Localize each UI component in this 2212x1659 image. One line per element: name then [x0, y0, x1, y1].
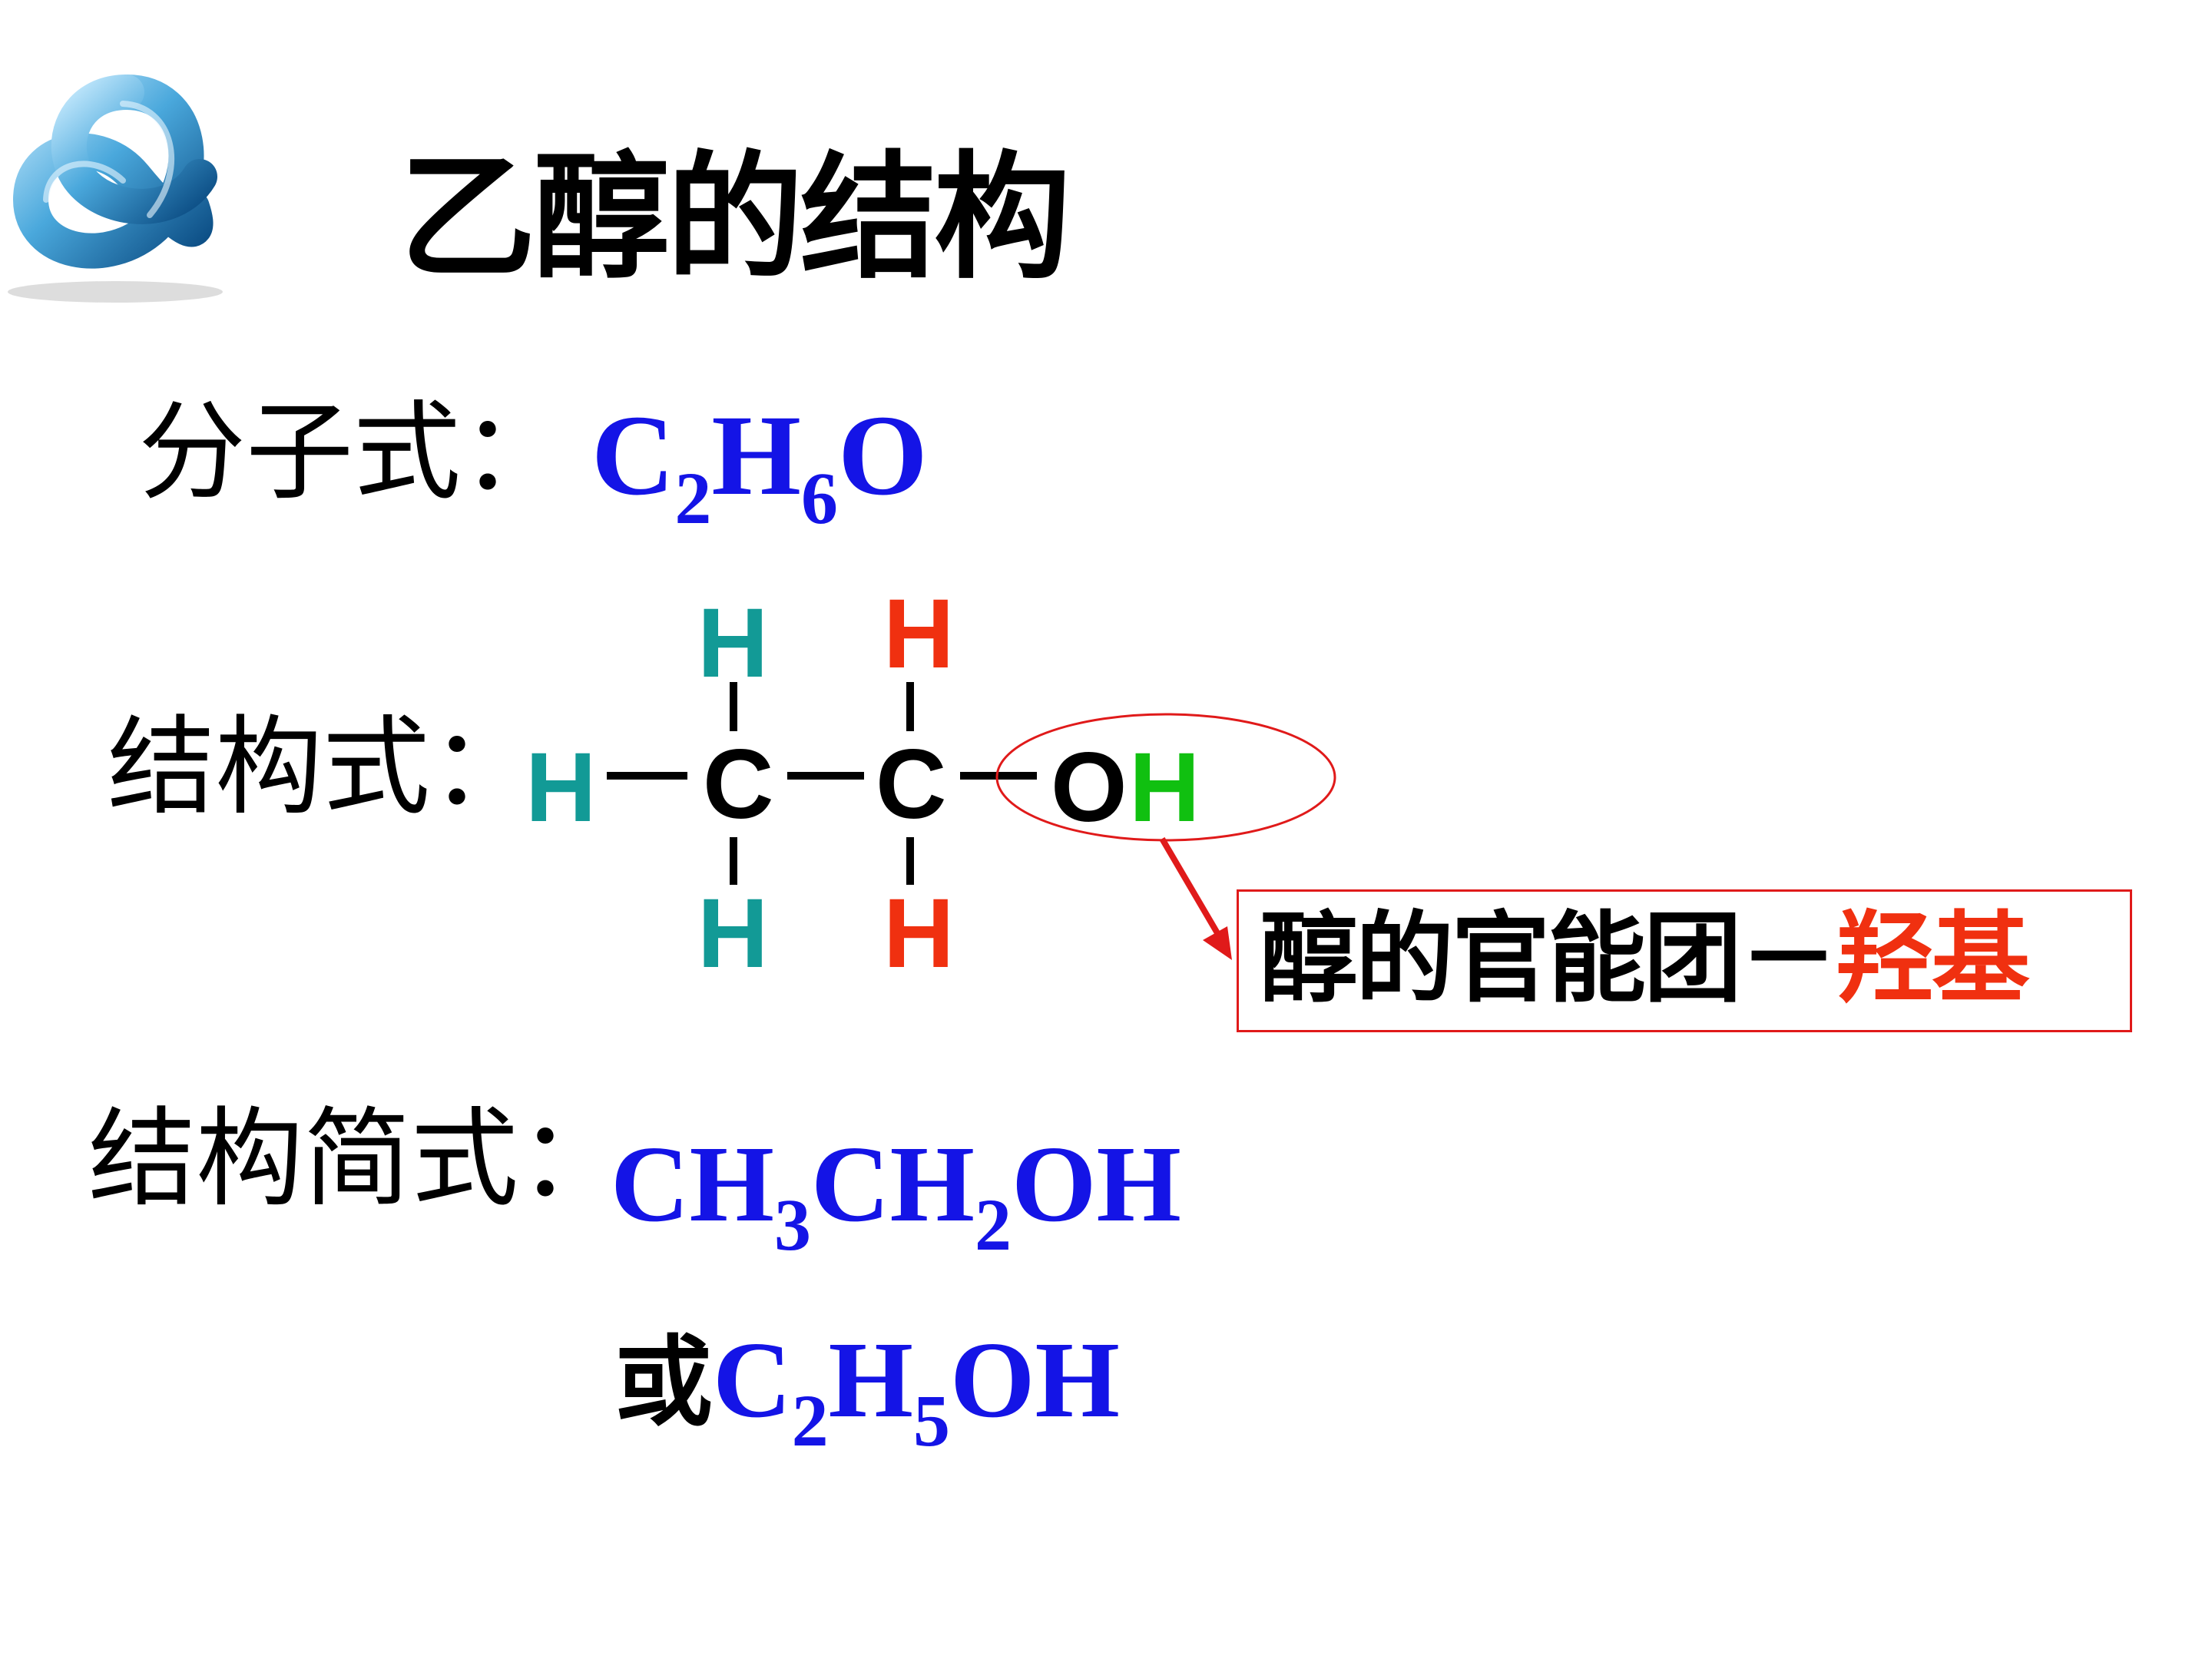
- page-title: 乙醇的结构: [399, 138, 1071, 297]
- molecular-formula-value: C2H6O: [591, 398, 928, 535]
- hydroxyl-highlight-ellipse: [995, 713, 1336, 842]
- atom-o: O: [1051, 733, 1128, 843]
- formula-part: C: [713, 1319, 792, 1440]
- formula-part: OH: [1012, 1123, 1181, 1244]
- atom-h-c2-top: H: [883, 579, 955, 689]
- formula-subscript: 2: [791, 1379, 829, 1462]
- formula-part: O: [838, 392, 928, 519]
- formula-part: C: [591, 392, 675, 519]
- structural-formula-label: 结构式：: [108, 705, 538, 830]
- functional-group-callout: [1237, 889, 2132, 1032]
- callout-arrow: [1159, 836, 1232, 960]
- trefoil-knot-icon: [8, 75, 223, 303]
- molecular-formula-label: 分子式：: [138, 390, 569, 515]
- atom-h-left: H: [525, 733, 597, 843]
- formula-part: CH: [811, 1123, 975, 1244]
- condensed-formula-label: 结构简式：: [88, 1097, 627, 1222]
- atom-h-c1-top: H: [697, 588, 769, 698]
- formula-subscript: 6: [801, 457, 839, 539]
- functional-group-text: 醇的官能团－羟基: [1260, 910, 2030, 1008]
- formula-part: H: [828, 1319, 914, 1440]
- formula-subscript: 5: [913, 1379, 951, 1462]
- atom-h-c2-bottom: H: [883, 879, 955, 988]
- condensed-formula-alt: C2H5OH: [713, 1319, 1120, 1458]
- formula-part: OH: [950, 1319, 1120, 1440]
- formula-part: CH: [611, 1123, 774, 1244]
- atom-h-c1-bottom: H: [697, 879, 769, 988]
- callout-highlight: 羟基: [1836, 902, 2030, 1016]
- condensed-formula-line2: 或C2H5OH: [614, 1325, 1120, 1458]
- or-word: 或: [614, 1326, 714, 1440]
- atom-c2: C: [876, 730, 947, 839]
- atom-c1: C: [703, 730, 774, 839]
- condensed-formula-line1: CH3CH2OH: [611, 1129, 1181, 1262]
- formula-subscript: 3: [774, 1184, 811, 1266]
- formula-subscript: 2: [975, 1184, 1012, 1266]
- atom-h-oh: H: [1129, 733, 1200, 843]
- formula-subscript: 2: [674, 457, 712, 539]
- formula-part: H: [711, 392, 802, 519]
- callout-prefix: 醇的官能团－: [1260, 902, 1838, 1016]
